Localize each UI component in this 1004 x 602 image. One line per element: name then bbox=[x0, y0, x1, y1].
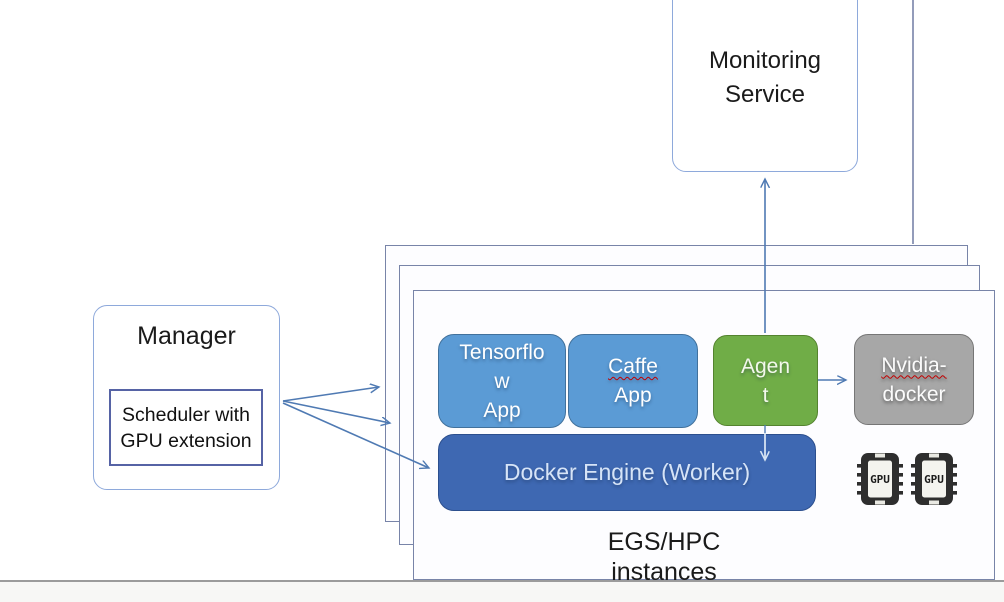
gpu-chip-icon: GPU bbox=[857, 453, 903, 505]
monitoring-service-box: Monitoring Service bbox=[672, 0, 858, 172]
scheduler-box: Scheduler with GPU extension bbox=[109, 389, 263, 466]
svg-text:GPU: GPU bbox=[924, 473, 944, 486]
docker-engine-label: Docker Engine (Worker) bbox=[503, 459, 751, 485]
nvidia-docker-label: Nvidia- docker bbox=[881, 353, 947, 406]
manager-box: Manager Scheduler with GPU extension bbox=[93, 305, 280, 490]
tensorflow-app-label: Tensorflo w App bbox=[459, 340, 545, 422]
arrow-manager-to-back-instance bbox=[282, 387, 379, 402]
tensorflow-app-box: Tensorflo w App bbox=[438, 334, 566, 428]
docker-engine-box: Docker Engine (Worker) bbox=[438, 434, 816, 511]
caffe-app-label: Caffe App bbox=[608, 355, 658, 407]
slide-bottom-margin bbox=[0, 582, 1004, 602]
arrow-manager-to-middle-instance bbox=[282, 400, 390, 423]
scheduler-label: Scheduler with GPU extension bbox=[120, 403, 252, 452]
caffe-app-box: Caffe App bbox=[568, 334, 698, 428]
instances-caption: EGS/HPC instances bbox=[607, 528, 721, 586]
gpu-chip-group: GPU GPU bbox=[857, 451, 957, 507]
gpu-chip-icon: GPU bbox=[911, 453, 957, 505]
instance-box-front: Tensorflo w App Caffe App Agen t Nvidia-… bbox=[413, 290, 995, 586]
nvidia-docker-box: Nvidia- docker bbox=[854, 334, 974, 425]
monitoring-service-label: Monitoring Service bbox=[708, 47, 822, 108]
manager-title: Manager bbox=[137, 322, 236, 350]
agent-box: Agen t bbox=[713, 335, 818, 426]
agent-label: Agen t bbox=[740, 354, 791, 407]
svg-text:GPU: GPU bbox=[870, 473, 890, 486]
